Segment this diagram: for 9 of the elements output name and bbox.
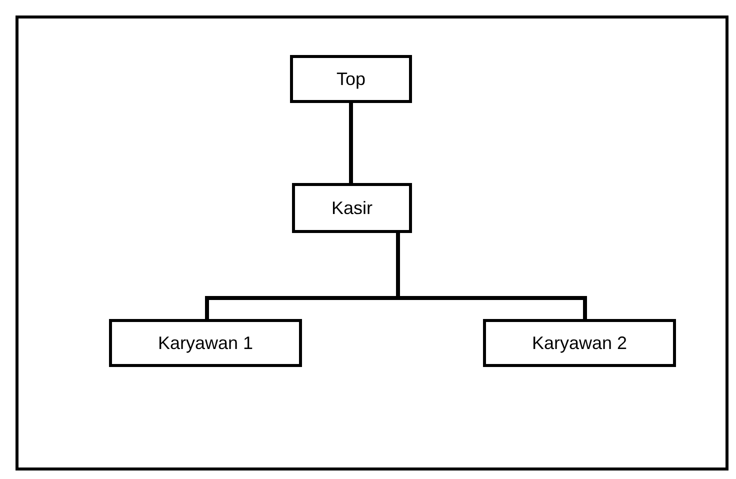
box-label: Kasir [331, 198, 372, 218]
box-label: Karyawan 2 [532, 332, 628, 354]
org-box [290, 55, 412, 103]
org-box [109, 319, 302, 367]
box-label: Karyawan 1 [158, 332, 254, 354]
org-box [292, 183, 412, 233]
connector-line [349, 103, 353, 183]
box-label: Top [336, 68, 366, 90]
org-box [483, 319, 676, 367]
